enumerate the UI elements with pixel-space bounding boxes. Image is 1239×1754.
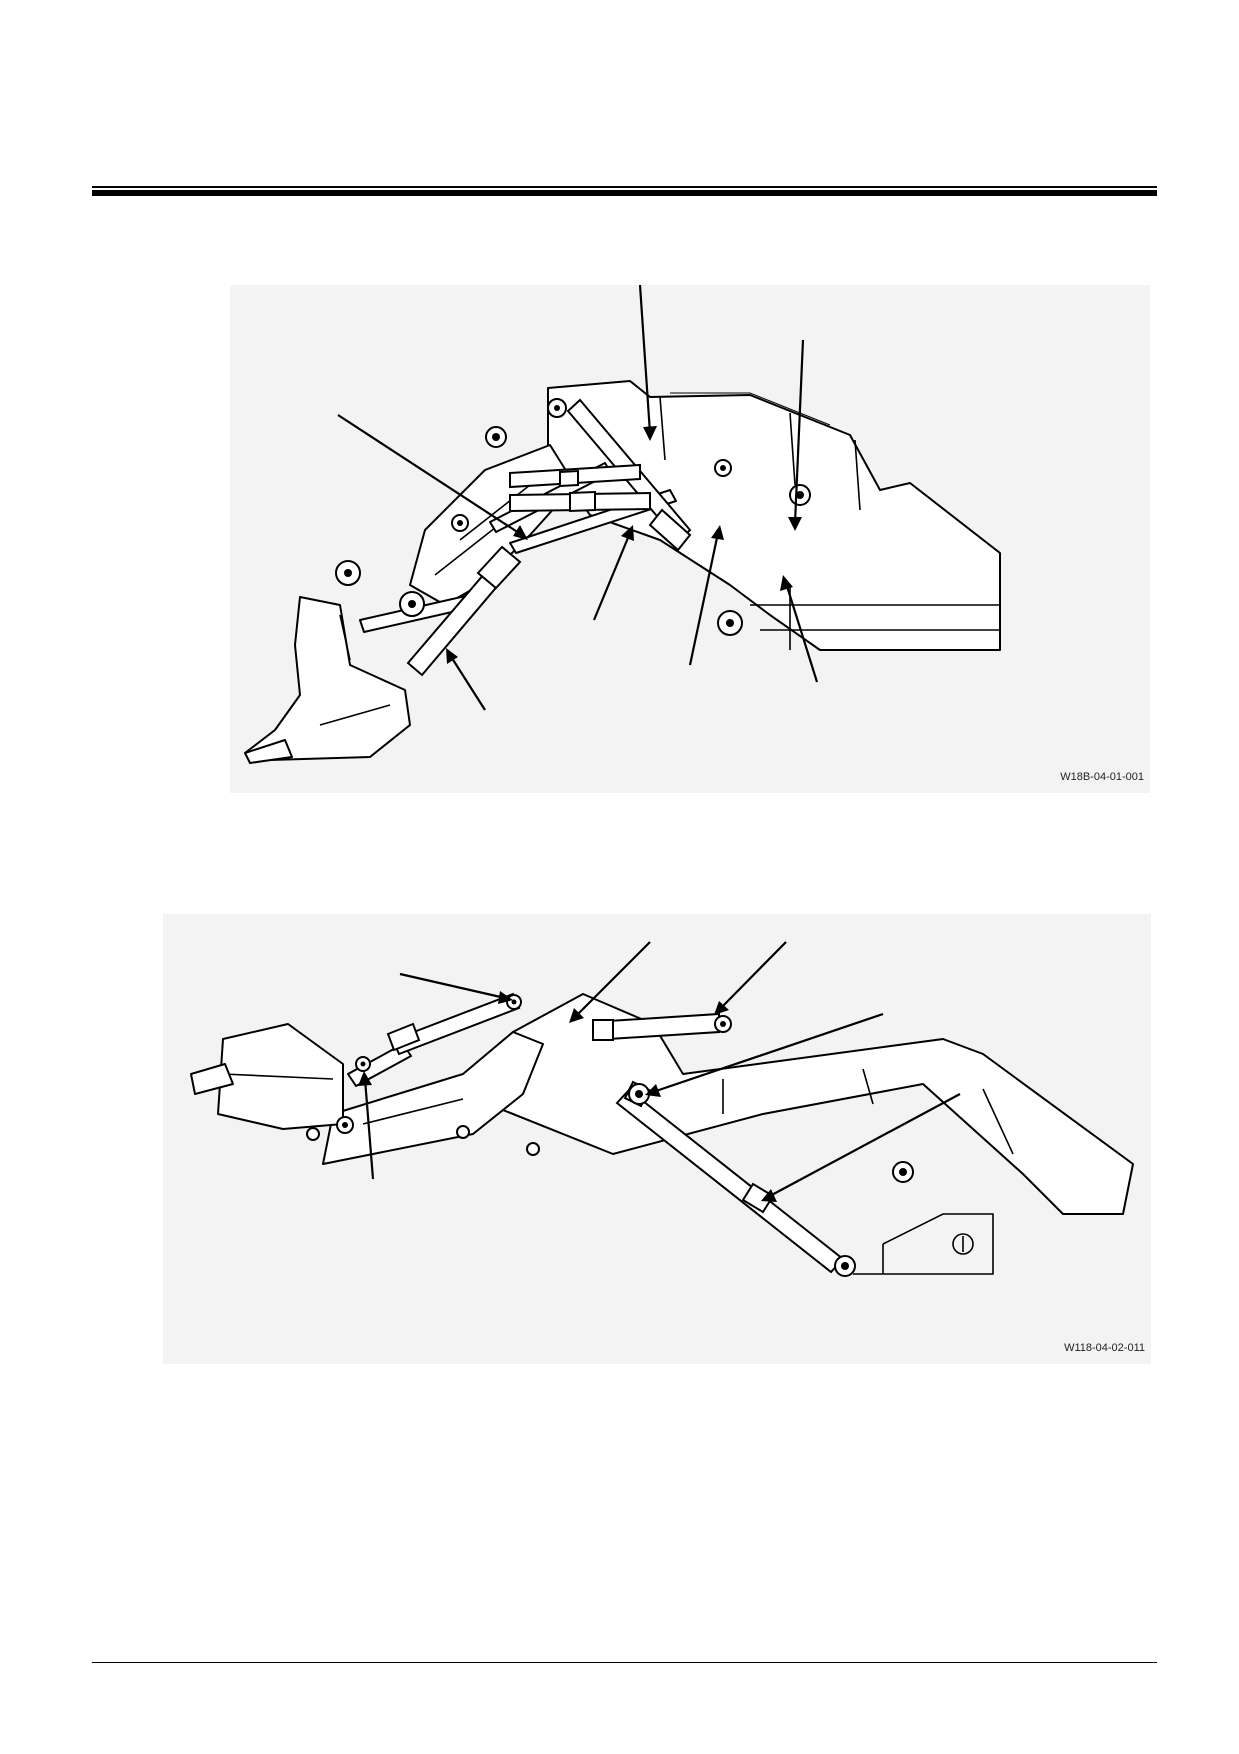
header-rule-thick (92, 190, 1157, 196)
figure-id-label: W18B-04-01-001 (1060, 771, 1144, 783)
figure-backhoe: W118-04-02-011 (163, 914, 1151, 1364)
footer-rule (92, 1662, 1157, 1663)
header-rule (92, 186, 1157, 196)
figure-id-label: W118-04-02-011 (1064, 1342, 1145, 1354)
backhoe-drawing (190, 941, 1134, 1277)
figure-loading-shovel: W18B-04-01-001 (230, 285, 1150, 793)
header-rule-thin (92, 186, 1157, 188)
loading-shovel-drawing (244, 285, 1001, 764)
